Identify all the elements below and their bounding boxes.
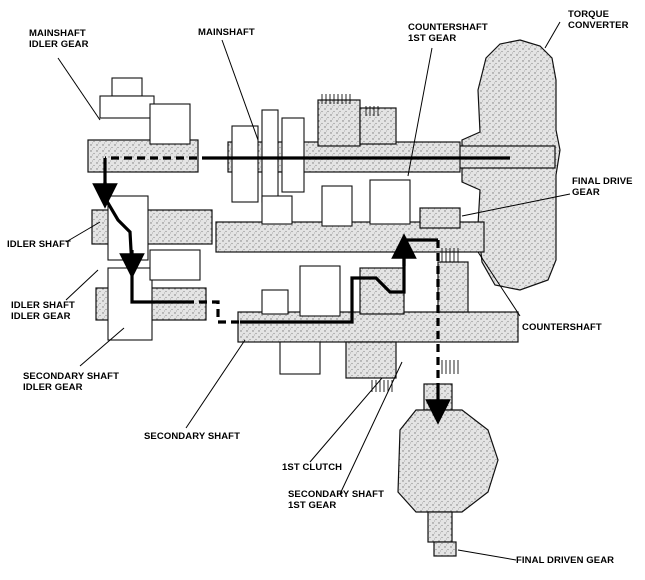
label-secondary-shaft: SECONDARY SHAFT xyxy=(144,431,240,442)
mainshaft xyxy=(227,99,461,203)
label-final-driven-gear: FINAL DRIVEN GEAR xyxy=(516,555,615,566)
label-countershaft-1st-gear: COUNTERSHAFT 1ST GEAR xyxy=(408,22,488,44)
label-secondary-shaft-idler-gear: SECONDARY SHAFT IDLER GEAR xyxy=(23,371,119,393)
label-1st-clutch: 1ST CLUTCH xyxy=(282,462,343,473)
secondary-shaft xyxy=(237,261,519,379)
final-driven-gear xyxy=(397,383,499,557)
label-mainshaft-idler-gear: MAINSHAFT IDLER GEAR xyxy=(29,28,89,50)
label-idler-shaft: IDLER SHAFT xyxy=(7,239,71,250)
label-idler-shaft-idler-gear: IDLER SHAFT IDLER GEAR xyxy=(11,300,75,322)
label-torque-converter: TORQUE CONVERTER xyxy=(568,9,629,31)
label-countershaft: COUNTERSHAFT xyxy=(522,322,602,333)
label-mainshaft: MAINSHAFT xyxy=(198,27,255,38)
torque-converter xyxy=(454,39,561,291)
secondary-clutch-pack xyxy=(371,248,459,392)
label-final-drive-gear: FINAL DRIVE GEAR xyxy=(572,176,633,198)
power-flow-path xyxy=(92,156,510,425)
leader-lines xyxy=(57,21,571,561)
label-secondary-shaft-1st-gear: SECONDARY SHAFT 1ST GEAR xyxy=(288,489,384,511)
mainshaft-clutch-pack xyxy=(321,94,379,116)
countershaft xyxy=(215,179,485,253)
